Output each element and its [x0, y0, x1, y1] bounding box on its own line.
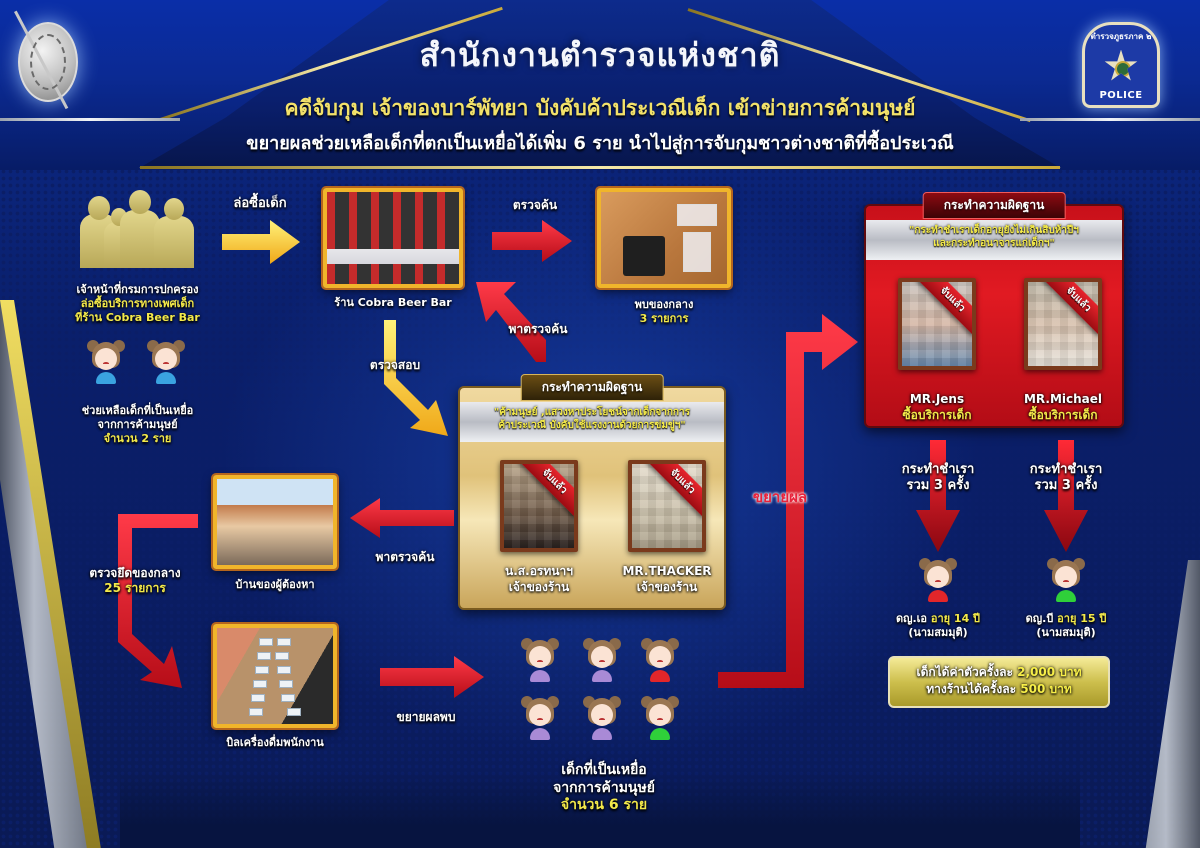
arrow-left-red-icon — [350, 498, 454, 538]
buyers-offense-panel: กระทำความผิดฐาน "กระทำชำเราเด็กอายุยังไม… — [864, 192, 1124, 428]
arrow-label-search: ตรวจค้น — [512, 198, 558, 212]
header-silver-line-left — [0, 118, 180, 121]
arrow-label-lead-search-left: พาตรวจค้น — [375, 550, 435, 564]
cobra-beer-bar-photo — [323, 188, 463, 288]
rescued-two-label: ช่วยเหลือเด็กที่เป็นเหยื่อ จากการค้ามนุษ… — [81, 404, 194, 445]
owners-offense-panel: กระทำความผิดฐาน "ค้ามนุษย์ ,แสวงหาประโยช… — [458, 374, 726, 610]
arrow-expand-up-right-red-icon — [718, 302, 858, 688]
suspect-portrait-buyer-1: จับแล้ว — [898, 278, 976, 370]
victim-b-label: ดญ.บี อายุ 15 ปี (นามสมมุติ) — [1025, 612, 1107, 639]
officials-label: เจ้าหน้าที่กรมการปกครอง ล่อซื้อบริการทาง… — [75, 283, 200, 324]
buyers-charge-quote: "กระทำชำเราเด็กอายุยังไม่เกินสิบห้าปีฯ แ… — [866, 220, 1122, 260]
owners-panel-tab: กระทำความผิดฐาน — [520, 374, 664, 401]
victim-girl-icon — [518, 694, 562, 742]
suspect-portrait-buyer-2: จับแล้ว — [1024, 278, 1102, 370]
page-title: สำนักงานตำรวจแห่งชาติ — [419, 36, 781, 74]
frame-right-silver — [1144, 560, 1200, 848]
suspect-portrait-owner-1: จับแล้ว — [500, 460, 578, 552]
house-photo-caption: บ้านของผู้ต้องหา — [235, 578, 315, 591]
arrow-label-inspect: ตรวจสอบ — [369, 358, 421, 372]
victim-girl-icon — [518, 636, 562, 684]
badge-region-text: ตำรวจภูธรภาค ๒ — [1090, 32, 1152, 41]
officials-silhouette-icon — [80, 190, 194, 268]
badge-police-text: POLICE — [1099, 90, 1143, 101]
evidence-photo — [597, 188, 731, 288]
arrow-up-left-red-icon — [476, 282, 550, 362]
victim-girl-icon — [1044, 556, 1088, 604]
police-seal-icon — [18, 22, 78, 102]
victims-six-label: เด็กที่เป็นเหยื่อ จากการค้ามนุษย์ จำนวน … — [553, 762, 655, 813]
suspect-name-buyer-1: MR.Jens ซื้อบริการเด็ก — [902, 392, 972, 422]
arrow-label-lead-search-up: พาตรวจค้น — [508, 322, 568, 336]
arrow-right-red-icon — [380, 656, 484, 698]
bills-photo-caption: บิลเครื่องดื่มพนักงาน — [226, 736, 324, 749]
payment-info-box: เด็กได้ค่าตัวครั้งละ 2,000 บาท ทางร้านได… — [888, 656, 1110, 708]
case-subheadline: ขยายผลช่วยเหลือเด็กที่ตกเป็นเหยื่อได้เพิ… — [246, 133, 954, 154]
arrow-label-expand: ขยายผล — [752, 488, 808, 506]
arrow-label-expand-found: ขยายผลพบ — [396, 710, 456, 724]
evidence-caption: พบของกลาง 3 รายการ — [634, 298, 694, 325]
victim-girl-icon — [638, 694, 682, 742]
case-headline: คดีจับกุม เจ้าของบาร์พัทยา บังคับค้าประเ… — [284, 96, 916, 120]
arrow-right-red-icon — [492, 220, 574, 262]
victim-girl-icon — [580, 636, 624, 684]
header-silver-line-right — [1020, 118, 1200, 121]
suspect-portrait-owner-2: จับแล้ว — [628, 460, 706, 552]
arrow-down-red-icon — [916, 440, 960, 552]
arrow-right-yellow-icon — [222, 220, 302, 264]
bar-photo-caption: ร้าน Cobra Beer Bar — [334, 296, 452, 309]
bottom-plate — [120, 770, 1080, 848]
abuse-label-right: กระทำชำเรา รวม 3 ครั้ง — [1029, 462, 1103, 494]
owners-charge-quote: "ค้ามนุษย์ ,แสวงหาประโยชน์จากเด็กจากการ … — [460, 402, 724, 442]
victim-girl-icon — [84, 338, 128, 386]
arrow-down-right-red-icon — [118, 514, 198, 688]
victim-girl-icon — [580, 694, 624, 742]
arrow-down-red-icon — [1044, 440, 1088, 552]
drink-bills-photo — [213, 624, 337, 728]
arrow-down-right-yellow-icon — [382, 320, 452, 438]
victim-girl-icon — [638, 636, 682, 684]
victim-girl-icon — [916, 556, 960, 604]
victim-a-label: ดญ.เอ อายุ 14 ปี (นามสมมุติ) — [895, 612, 981, 639]
suspect-name-owner-1: น.ส.อรทนาฯ เจ้าของร้าน — [505, 564, 573, 594]
victim-girl-icon — [144, 338, 188, 386]
buyers-panel-tab: กระทำความผิดฐาน — [922, 192, 1066, 219]
abuse-label-left: กระทำชำเรา รวม 3 ครั้ง — [901, 462, 975, 494]
police-badge-icon: ตำรวจภูธรภาค ๒ POLICE — [1082, 22, 1160, 108]
arrow-label-decoy-buy: ล่อซื้อเด็ก — [233, 196, 287, 211]
seize-label: ตรวจยึดของกลาง 25 รายการ — [89, 566, 181, 595]
suspect-name-buyer-2: MR.Michael ซื้อบริการเด็ก — [1023, 392, 1103, 422]
header-gold-underline — [140, 166, 1060, 169]
suspect-house-photo — [213, 475, 337, 569]
suspect-name-owner-2: MR.THACKER เจ้าของร้าน — [622, 564, 712, 594]
